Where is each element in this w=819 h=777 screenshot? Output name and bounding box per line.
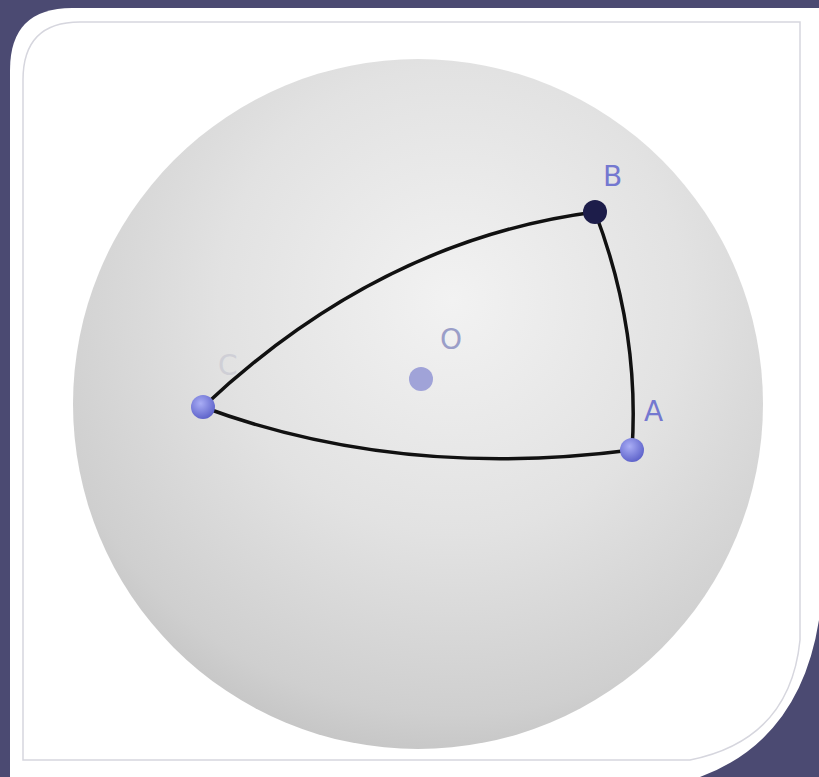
panel [10,8,819,777]
point-a [620,438,644,462]
arc-cb [203,212,595,407]
point-label: C [218,352,238,380]
inner-frame [23,22,800,760]
arc-ac [203,407,632,459]
point-label: B [603,163,622,191]
point-label: A [644,398,663,426]
sphere [73,59,763,749]
point-o [409,367,433,391]
point-c [191,395,215,419]
corner [700,620,819,777]
point-label: O [440,326,462,354]
point-b [583,200,607,224]
arc-ba [595,212,633,450]
